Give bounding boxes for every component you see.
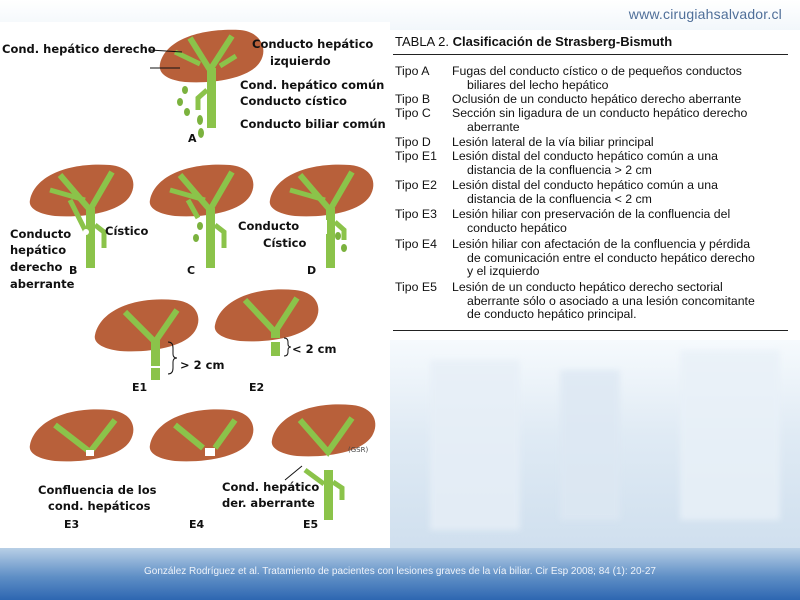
- row-desc-line: Lesión hiliar con preservación de la con…: [452, 207, 731, 221]
- row-desc-line: y el izquierdo: [467, 264, 540, 278]
- panel-e1: [94, 299, 199, 380]
- label-cond-hep-der-aberrante-2: der. aberrante: [222, 496, 315, 510]
- panel-letter-c: C: [187, 264, 196, 277]
- row-desc-line: distancia de la confluencia < 2 cm: [467, 191, 652, 206]
- label-conducto-hepatico-izquierdo-2: izquierdo: [270, 54, 331, 68]
- label-conducto-cistico-d-2: Cístico: [263, 236, 307, 250]
- row-desc-line: Sección sin ligadura de un conducto hepá…: [452, 106, 748, 120]
- panel-letter-e4: E4: [189, 518, 205, 531]
- label-cond-hep-der-aberrante-1: Cond. hepático: [222, 480, 320, 494]
- row-desc: Lesión de un conducto hepático derecho s…: [452, 280, 787, 322]
- row-desc: Fugas del conducto cístico o de pequeños…: [452, 64, 787, 92]
- label-conducto-aberrante-2: hepático: [10, 243, 67, 257]
- row-desc-line: aberrante sólo o asociado a una lesión c…: [467, 293, 755, 308]
- row-desc-line: aberrante: [467, 119, 520, 134]
- label-confluencia-1: Confluencia de los: [38, 483, 157, 497]
- background-decoration: [430, 360, 520, 530]
- citation: González Rodríguez et al. Tratamiento de…: [144, 566, 656, 577]
- row-tipo: Tipo E1: [395, 149, 437, 163]
- panel-letter-e2: E2: [249, 381, 265, 394]
- row-tipo: Tipo E4: [395, 237, 437, 251]
- panel-letter-a: A: [188, 132, 197, 145]
- background-decoration: [680, 350, 780, 520]
- label-conducto-hepatico-izquierdo: Conducto hepático: [252, 37, 374, 51]
- panel-e3: [29, 409, 134, 462]
- row-desc-line: de comunicación entre el conducto hepáti…: [467, 250, 755, 265]
- row-tipo: Tipo E2: [395, 178, 437, 192]
- label-cond-hepatico-comun: Cond. hepático común: [240, 78, 385, 92]
- row-desc: Lesión lateral de la vía biliar principa…: [452, 135, 787, 150]
- slide-bottom-band: [0, 548, 800, 600]
- table-title-main: Clasificación de Strasberg-Bismuth: [452, 34, 673, 49]
- row-desc-line: Lesión de un conducto hepático derecho s…: [452, 280, 723, 294]
- panel-letter-e5: E5: [303, 518, 319, 531]
- panel-letter-e3: E3: [64, 518, 80, 531]
- label-cistico: Cístico: [105, 224, 149, 238]
- panel-d: [269, 164, 374, 268]
- row-tipo: Tipo E5: [395, 280, 437, 294]
- row-desc-line: de conducto hepático principal.: [467, 307, 637, 321]
- label-conducto-aberrante-3: derecho: [10, 260, 63, 274]
- panel-letter-d: D: [307, 264, 317, 277]
- artist-tag: (GSR): [348, 446, 369, 454]
- row-tipo: Tipo B: [395, 92, 431, 106]
- strasberg-figure: Cond. hepático derecho Conducto hepático…: [0, 22, 390, 548]
- table-bottom-rule: [393, 330, 788, 331]
- row-desc: Lesión distal del conducto hepático comú…: [452, 178, 787, 206]
- label-confluencia-2: cond. hepáticos: [48, 499, 151, 513]
- label-conducto-aberrante-1: Conducto: [10, 227, 72, 241]
- panel-a: [149, 29, 264, 138]
- row-desc: Lesión hiliar con afectación de la confl…: [452, 237, 787, 279]
- table-top-rule: [393, 54, 788, 55]
- table-title: TABLA 2. Clasificación de Strasberg-Bism…: [395, 34, 672, 49]
- label-conducto-cistico-d-1: Conducto: [238, 219, 300, 233]
- row-desc-line: Lesión distal del conducto hepático comú…: [452, 149, 718, 163]
- panel-e4: [149, 409, 254, 462]
- row-desc-line: Lesión distal del conducto hepático comú…: [452, 178, 718, 192]
- table-title-prefix: TABLA 2.: [395, 34, 449, 49]
- panel-e2: [214, 289, 319, 357]
- row-desc: Sección sin ligadura de un conducto hepá…: [452, 106, 787, 134]
- panel-e5: [271, 404, 376, 520]
- label-gt-2cm: > 2 cm: [180, 358, 225, 372]
- row-desc-line: conducto hepático: [467, 220, 567, 235]
- label-cond-hepatico-derecho: Cond. hepático derecho: [2, 42, 156, 56]
- panel-b: [29, 164, 134, 268]
- site-url: www.cirugiahsalvador.cl: [628, 6, 782, 22]
- row-desc-line: distancia de la confluencia > 2 cm: [467, 162, 652, 177]
- label-conducto-biliar-comun: Conducto biliar común: [240, 117, 386, 131]
- label-lt-2cm: < 2 cm: [292, 342, 337, 356]
- background-decoration: [560, 370, 620, 520]
- row-desc-line: Lesión lateral de la vía biliar principa…: [452, 135, 654, 149]
- row-desc: Oclusión de un conducto hepático derecho…: [452, 92, 787, 107]
- row-tipo: Tipo C: [395, 106, 431, 120]
- row-desc-line: Fugas del conducto cístico o de pequeños…: [452, 64, 742, 78]
- row-tipo: Tipo D: [395, 135, 431, 149]
- panel-letter-b: B: [69, 264, 78, 277]
- row-desc: Lesión distal del conducto hepático comú…: [452, 149, 787, 177]
- row-desc-line: Oclusión de un conducto hepático derecho…: [452, 92, 742, 106]
- biliary-injury-illustrations: [29, 29, 376, 520]
- panel-c: [149, 164, 254, 268]
- row-desc: Lesión hiliar con preservación de la con…: [452, 207, 787, 235]
- label-conducto-aberrante-4: aberrante: [10, 277, 75, 291]
- row-desc-line: biliares del lecho hepático: [467, 77, 609, 92]
- label-conducto-cistico: Conducto cístico: [240, 94, 347, 108]
- row-tipo: Tipo E3: [395, 207, 437, 221]
- row-tipo: Tipo A: [395, 64, 430, 78]
- panel-letter-e1: E1: [132, 381, 148, 394]
- row-desc-line: Lesión hiliar con afectación de la confl…: [452, 237, 751, 251]
